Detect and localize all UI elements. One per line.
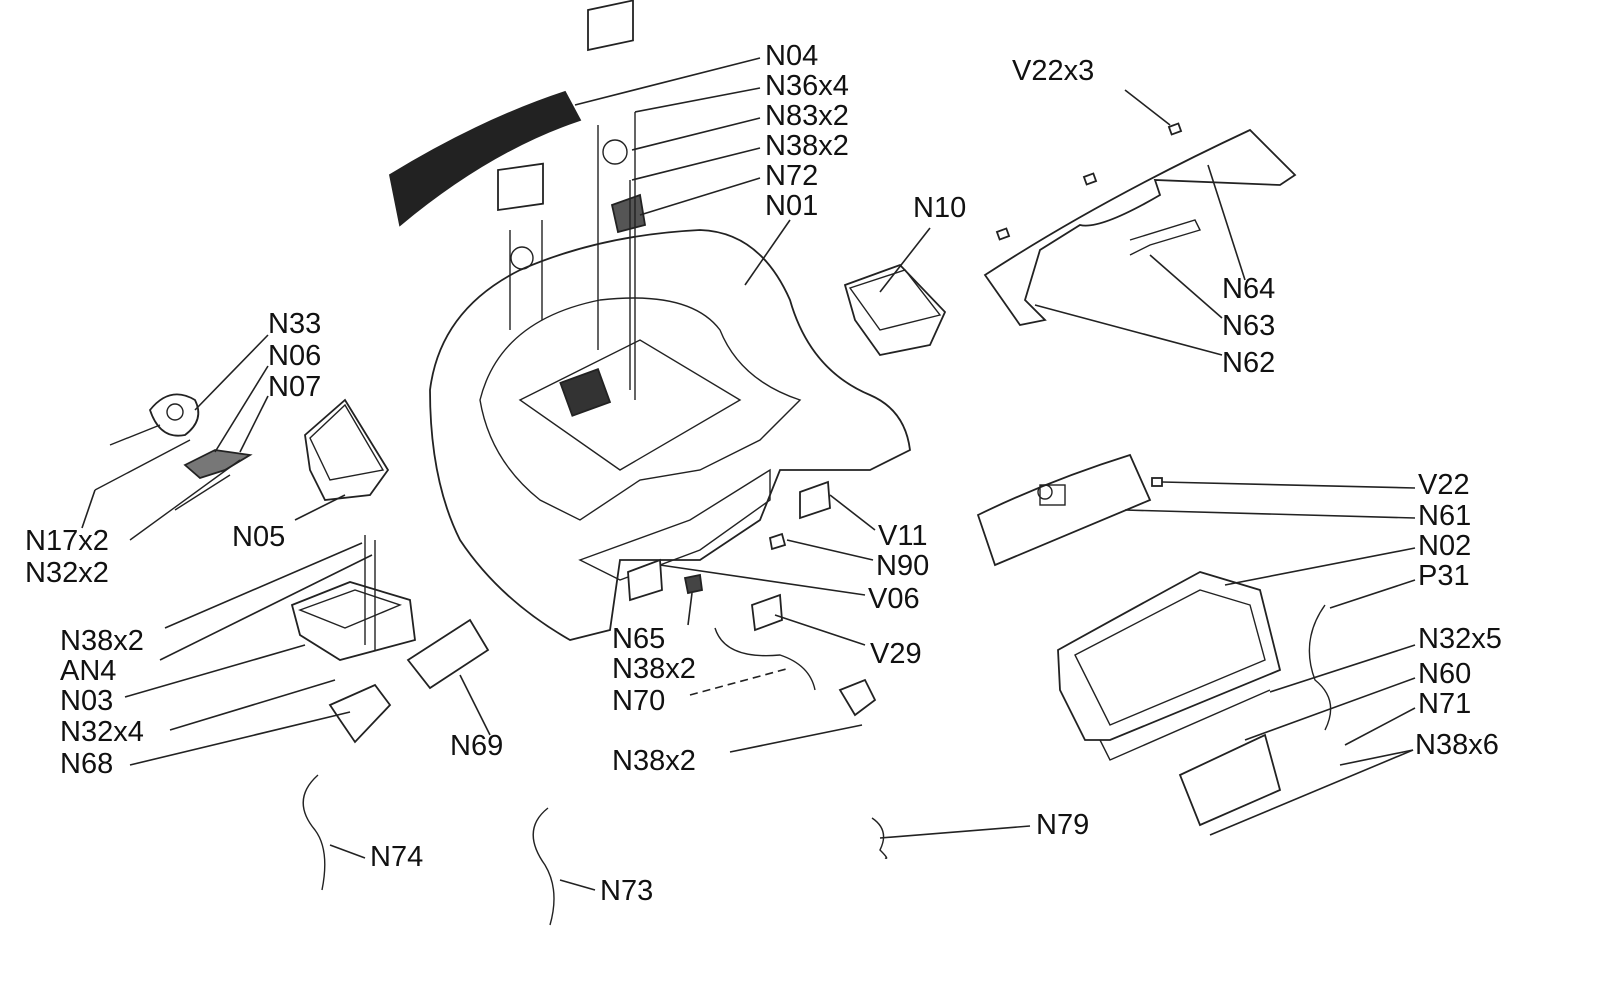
part-n10-cupholder: [843, 263, 947, 356]
leader-lines: [81, 57, 1416, 891]
part-n73-wire: [532, 807, 555, 926]
label-n38x6: N38x6: [1415, 729, 1499, 761]
label-n07: N07: [268, 371, 322, 403]
part-n69-panel: [406, 618, 490, 690]
label-n79: N79: [1036, 809, 1090, 841]
label-n73: N73: [600, 875, 654, 907]
label-n01: N01: [765, 190, 819, 222]
part-n65: [683, 573, 704, 595]
label-n90: N90: [876, 550, 930, 582]
label-n36x4: N36x4: [765, 70, 849, 102]
label-v11: V11: [878, 520, 928, 552]
part-v29-sticker: [751, 593, 783, 632]
label-n33: N33: [268, 308, 322, 340]
part-n61-overlay: [976, 453, 1152, 567]
label-n71: N71: [1418, 688, 1472, 720]
part-p31-wire: [1308, 604, 1332, 731]
label-an4: AN4: [60, 655, 117, 687]
part-n33-fan: [148, 393, 200, 437]
label-v22: V22: [1418, 469, 1470, 501]
label-n17x2: N17x2: [25, 525, 109, 557]
part-n74-wire: [302, 774, 326, 891]
part-n03-box: [290, 581, 416, 661]
label-n04: N04: [765, 40, 819, 72]
label-n63: N63: [1222, 310, 1276, 342]
part-n60-board: [1178, 733, 1282, 827]
label-n68: N68: [60, 748, 114, 780]
label-n62: N62: [1222, 347, 1276, 379]
label-n06: N06: [268, 340, 322, 372]
label-n72: N72: [765, 160, 819, 192]
label-v29: V29: [870, 638, 922, 670]
part-n06-bracket: [183, 449, 253, 480]
part-n04-grille: [388, 90, 582, 227]
part-n01-console: [429, 229, 911, 641]
label-n60: N60: [1418, 658, 1472, 690]
label-n32x2: N32x2: [25, 557, 109, 589]
label-n64: N64: [1222, 273, 1276, 305]
label-n38x2-center: N38x2: [612, 653, 696, 685]
part-n79-wire: [871, 817, 888, 860]
label-n05: N05: [232, 521, 286, 553]
label-n32x5: N32x5: [1418, 623, 1502, 655]
part-n90-sticker: [768, 532, 787, 551]
label-v22x3: V22x3: [1012, 55, 1095, 87]
label-n38x2-left: N38x2: [60, 625, 144, 657]
part-n68-panel: [328, 683, 392, 744]
part-n83-bracket: [587, 0, 634, 52]
label-n10: N10: [913, 192, 967, 224]
label-n69: N69: [450, 730, 504, 762]
part-n62-overlay: [983, 128, 1297, 326]
label-n02: N02: [1418, 530, 1472, 562]
label-n65: N65: [612, 623, 666, 655]
label-n32x4: N32x4: [60, 716, 144, 748]
part-v11-sticker: [799, 480, 831, 520]
label-n38x2-lower: N38x2: [612, 745, 696, 777]
label-n38x2-top: N38x2: [765, 130, 849, 162]
part-n70-wire: [714, 627, 816, 691]
label-n70: N70: [612, 685, 666, 717]
label-p31: P31: [1418, 560, 1470, 592]
part-n02-console: [1057, 571, 1282, 741]
label-n03: N03: [60, 685, 114, 717]
part-v06-sticker: [627, 558, 663, 602]
label-n83x2: N83x2: [765, 100, 849, 132]
label-n74: N74: [370, 841, 424, 873]
part-n05-cupholder: [304, 398, 390, 501]
label-n61: N61: [1418, 500, 1472, 532]
label-v06: V06: [868, 583, 920, 615]
